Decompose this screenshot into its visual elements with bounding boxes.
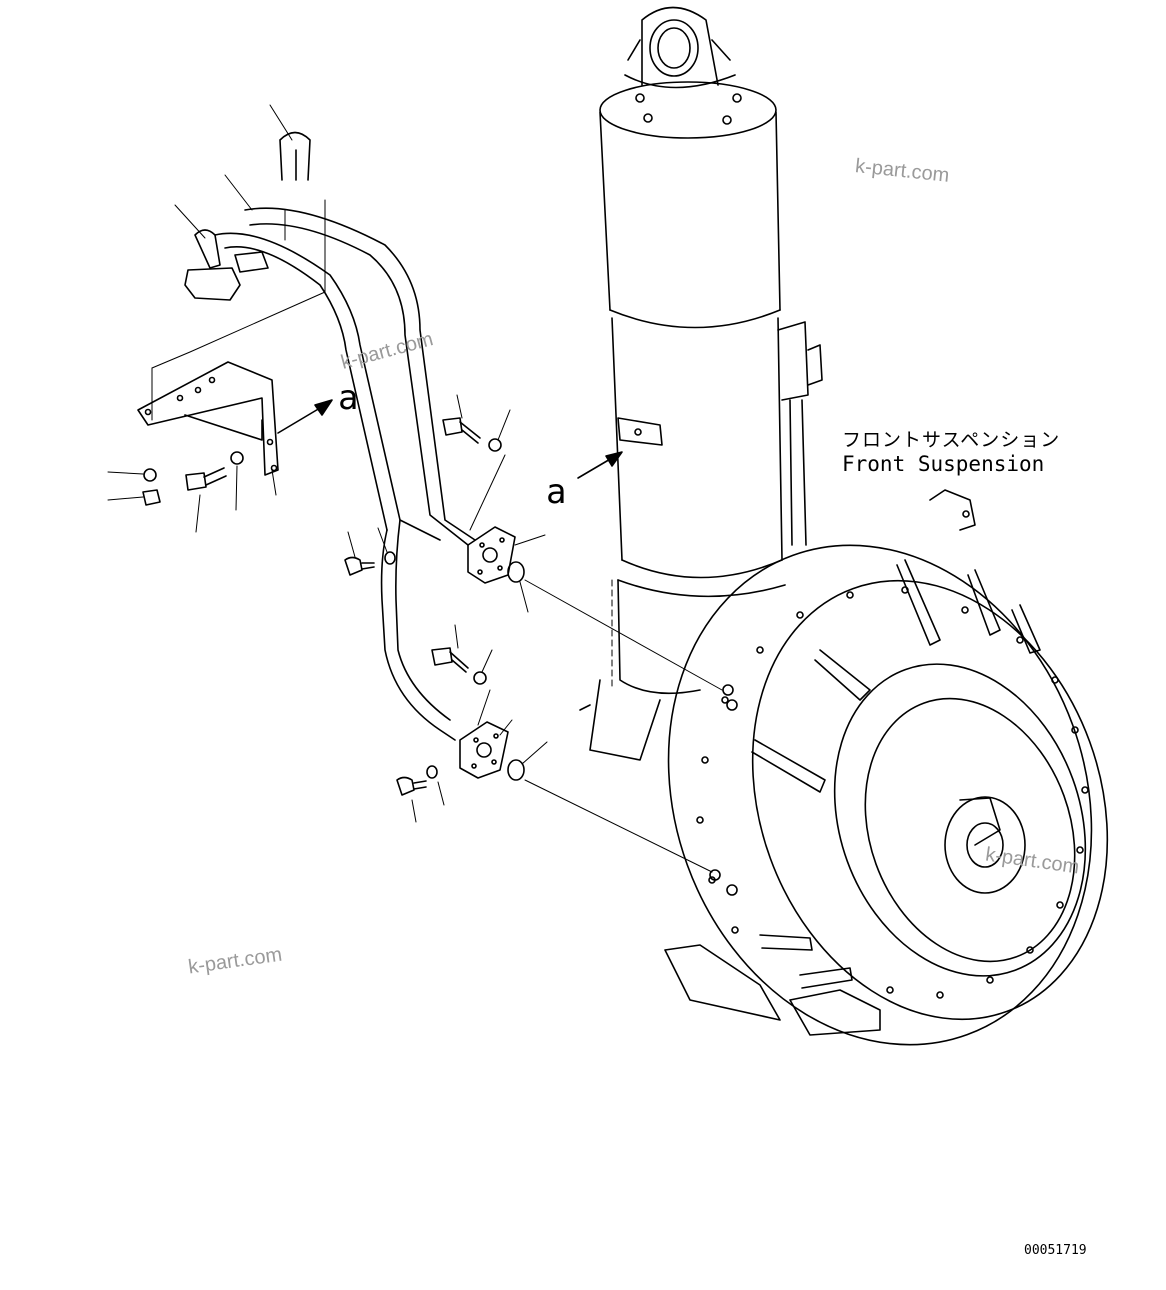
o-ring-lower — [507, 759, 525, 781]
small-o-ring-upper — [384, 551, 396, 565]
bracket — [137, 361, 279, 476]
washer-lower — [473, 671, 487, 685]
front-suspension-label-en: Front Suspension — [842, 452, 1045, 476]
bolts — [185, 131, 481, 796]
view-marker-a-left: a — [338, 378, 359, 418]
washer-upper — [488, 438, 502, 452]
view-arrows — [277, 399, 623, 479]
part-number: 00051719 — [1024, 1243, 1087, 1258]
flange-lower — [459, 721, 509, 779]
washer-bracket — [230, 451, 244, 465]
small-o-ring-lower — [426, 765, 438, 779]
suspension-cylinder — [579, 6, 823, 761]
view-marker-a-right: a — [546, 472, 567, 512]
nut-left — [142, 489, 161, 506]
wheel-hub — [664, 489, 1109, 1046]
o-ring-upper — [507, 561, 525, 583]
front-suspension-label-jp: フロントサスペンション — [842, 429, 1061, 451]
lubrication-pipes — [151, 199, 476, 741]
washer-left — [143, 468, 157, 482]
leader-lines — [107, 104, 723, 873]
